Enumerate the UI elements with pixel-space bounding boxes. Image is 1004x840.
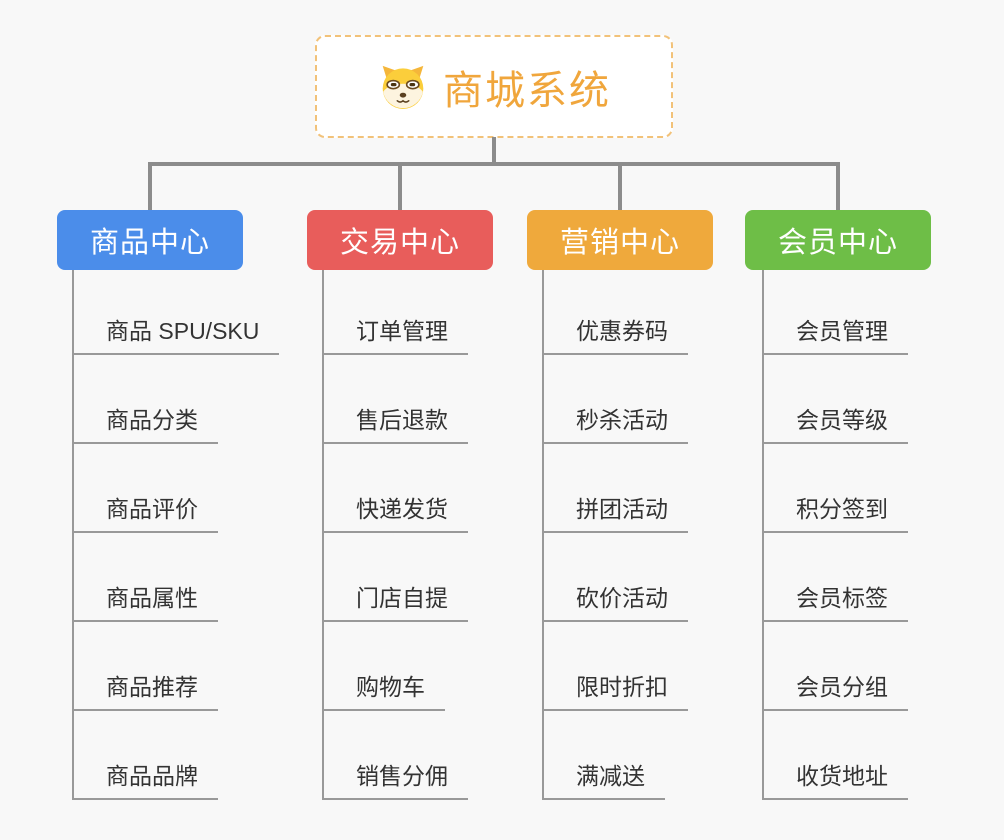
leaf-node[interactable]: 会员分组 (762, 622, 908, 711)
leaf-node[interactable]: 会员管理 (762, 270, 908, 355)
leaf-column-member: 会员管理 会员等级 积分签到 会员标签 会员分组 收货地址 (762, 270, 908, 800)
leaf-node[interactable]: 优惠券码 (542, 270, 688, 355)
leaf-node[interactable]: 会员标签 (762, 533, 908, 622)
leaf-node[interactable]: 售后退款 (322, 355, 468, 444)
leaf-node[interactable]: 收货地址 (762, 711, 908, 800)
branch-label: 营销中心 (559, 227, 680, 259)
leaf-node[interactable]: 秒杀活动 (542, 355, 688, 444)
leaf-node[interactable]: 商品推荐 (72, 622, 218, 711)
leaf-node[interactable]: 订单管理 (322, 270, 468, 355)
doge-icon (377, 61, 429, 113)
leaf-node[interactable]: 商品品牌 (72, 711, 218, 800)
leaf-node[interactable]: 满减送 (542, 711, 665, 800)
leaf-node[interactable]: 会员等级 (762, 355, 908, 444)
leaf-node[interactable]: 拼团活动 (542, 444, 688, 533)
connector-drop-product (148, 166, 152, 210)
connector-drop-member (836, 166, 840, 210)
root-title: 商城系统 (443, 68, 611, 113)
connector-drop-marketing (618, 166, 622, 210)
root-node[interactable]: 商城系统 (315, 35, 673, 138)
leaf-column-product: 商品 SPU/SKU 商品分类 商品评价 商品属性 商品推荐 商品品牌 (72, 270, 280, 800)
leaf-node[interactable]: 商品评价 (72, 444, 218, 533)
branch-label: 会员中心 (777, 227, 898, 259)
leaf-node[interactable]: 积分签到 (762, 444, 908, 533)
leaf-node[interactable]: 限时折扣 (542, 622, 688, 711)
connector-root-stem (492, 137, 496, 166)
leaf-node[interactable]: 购物车 (322, 622, 445, 711)
branch-label: 商品中心 (89, 227, 210, 259)
leaf-node[interactable]: 销售分佣 (322, 711, 468, 800)
connector-drop-trade (398, 166, 402, 210)
leaf-node[interactable]: 门店自提 (322, 533, 468, 622)
leaf-column-trade: 订单管理 售后退款 快递发货 门店自提 购物车 销售分佣 (322, 270, 468, 800)
leaf-node[interactable]: 商品分类 (72, 355, 218, 444)
leaf-node[interactable]: 砍价活动 (542, 533, 688, 622)
branch-node-marketing-center[interactable]: 营销中心 (527, 210, 713, 270)
leaf-column-marketing: 优惠券码 秒杀活动 拼团活动 砍价活动 限时折扣 满减送 (542, 270, 688, 800)
branch-label: 交易中心 (339, 227, 460, 259)
connector-horizontal-bar (148, 162, 840, 166)
branch-node-product-center[interactable]: 商品中心 (57, 210, 243, 270)
leaf-node[interactable]: 商品 SPU/SKU (72, 270, 280, 355)
leaf-node[interactable]: 商品属性 (72, 533, 218, 622)
leaf-node[interactable]: 快递发货 (322, 444, 468, 533)
branch-node-member-center[interactable]: 会员中心 (745, 210, 931, 270)
branch-node-trade-center[interactable]: 交易中心 (307, 210, 493, 270)
